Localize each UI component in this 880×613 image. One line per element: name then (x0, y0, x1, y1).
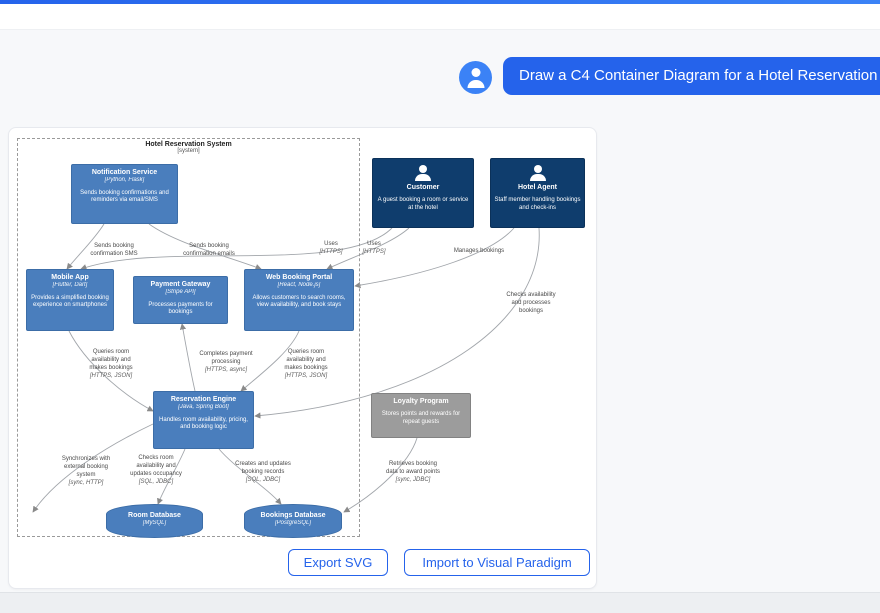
edge-label-text: Creates and updates booking records (235, 461, 291, 476)
node-tech: [Stripe API] (165, 289, 196, 296)
node-tech: [PostgreSQL] (274, 520, 312, 527)
edge-label-text: Uses (367, 241, 381, 247)
node-title: Notification Service (91, 169, 158, 176)
user-message-bubble: Draw a C4 Container Diagram for a Hotel … (503, 57, 880, 95)
edge-label-text: Sends booking confirmation SMS (90, 243, 138, 258)
node-title: Web Booking Portal (265, 274, 333, 281)
edge-label-text: Retrieves booking data to award points (385, 461, 441, 476)
node-tech: [MySQL] (142, 520, 167, 527)
node-room-database: Room Database [MySQL] (106, 504, 203, 538)
user-avatar (459, 61, 492, 94)
node-title: Hotel Agent (517, 184, 558, 191)
edge-label-text: Completes payment processing (199, 351, 253, 366)
node-customer: Customer A guest booking a room or servi… (372, 158, 474, 228)
node-desc: Staff member handling bookings and check… (494, 197, 581, 212)
edge-label-text: Sends booking confirmation emails (183, 243, 235, 258)
node-title: Customer (406, 184, 440, 191)
node-tech: [Python, Flask] (104, 177, 145, 184)
c4-diagram: Hotel Reservation System [system] Notifi… (9, 128, 598, 540)
node-title: Bookings Database (260, 512, 326, 519)
edge-label-text: Uses (324, 241, 338, 247)
edge-label-retrieves-loyalty: Retrieves booking data to award points [… (386, 460, 440, 484)
edge-label-tech: [HTTPS, JSON] (89, 373, 133, 380)
edge-label-tech: [sync, HTTP] (68, 480, 104, 487)
node-title: Payment Gateway (150, 281, 211, 288)
edge-label-tech: [HTTPS, JSON] (284, 373, 328, 380)
edge-label-queries-mobile: Queries room availability and makes book… (89, 348, 132, 380)
user-icon (459, 61, 492, 94)
boundary-title: Hotel Reservation System (145, 141, 232, 148)
export-svg-button[interactable]: Export SVG (288, 549, 388, 576)
edge-label-sms: Sends booking confirmation SMS (90, 242, 137, 258)
node-desc: Provides a simplified booking experience… (31, 294, 109, 309)
edge-label-completes-payment: Completes payment processing [HTTPS, asy… (199, 350, 252, 374)
edge-label-text: Queries room availability and makes book… (284, 349, 328, 372)
node-tech: [Flutter, Dart] (52, 282, 88, 289)
node-title: Room Database (128, 512, 181, 519)
edge-label-text: Checks availability and processes bookin… (506, 292, 556, 315)
edge-label-uses-web: Uses [HTTPS] (319, 240, 342, 256)
diagram-card: Hotel Reservation System [system] Notifi… (8, 127, 597, 589)
node-loyalty-program: Loyalty Program Stores points and reward… (371, 393, 471, 438)
edge-label-queries-web: Queries room availability and makes book… (284, 348, 327, 380)
node-title: Mobile App (51, 274, 89, 281)
node-payment-gateway: Payment Gateway [Stripe API] Processes p… (133, 276, 228, 324)
node-desc: Allows customers to search rooms, view a… (252, 294, 346, 309)
edge-label-emails: Sends booking confirmation emails (183, 242, 235, 258)
footer-bar (0, 592, 880, 613)
node-hotel-agent: Hotel Agent Staff member handling bookin… (490, 158, 585, 228)
top-accent-bar (0, 0, 880, 4)
edge-label-text: Queries room availability and makes book… (89, 349, 133, 372)
edge-label-text: Synchronizes with external booking syste… (61, 456, 111, 479)
boundary-subtitle: [system] (177, 148, 200, 154)
node-mobile-app: Mobile App [Flutter, Dart] Provides a si… (26, 269, 114, 331)
edge-label-uses-mobile: Uses [HTTPS] (362, 240, 385, 256)
import-visual-paradigm-button[interactable]: Import to Visual Paradigm (404, 549, 590, 576)
system-boundary: Hotel Reservation System [system] (17, 138, 360, 537)
edge-label-manages: Manages bookings (454, 247, 504, 255)
edge-agent-webportal (354, 227, 515, 289)
person-icon (412, 165, 434, 181)
node-desc: Handles room availability, pricing, and … (159, 416, 248, 431)
edge-label-sync-external: Synchronizes with external booking syste… (62, 455, 110, 487)
node-desc: Processes payments for bookings (148, 301, 213, 316)
node-tech: [React, Node.js] (277, 282, 321, 289)
person-icon (527, 165, 549, 181)
node-tech: [Java, Spring Boot] (178, 404, 229, 411)
edge-label-tech: [SQL, JDBC] (138, 479, 174, 486)
edge-label-tech: [HTTPS, async] (204, 367, 248, 374)
node-bookings-database: Bookings Database [PostgreSQL] (244, 504, 342, 538)
node-title: Reservation Engine (170, 396, 237, 403)
edge-label-creates-records: Creates and updates booking records [SQL… (235, 460, 291, 484)
edge-label-tech: [HTTPS] (319, 249, 343, 256)
edge-label-tech: [sync, JDBC] (395, 477, 431, 484)
edge-label-tech: [HTTPS] (362, 249, 386, 256)
node-title: Loyalty Program (393, 398, 449, 405)
edge-label-tech: [SQL, JDBC] (245, 477, 281, 484)
node-web-booking-portal: Web Booking Portal [React, Node.js] Allo… (244, 269, 354, 331)
edge-label-text: Checks room availability and updates occ… (130, 455, 182, 478)
edge-label-text: Manages bookings (453, 248, 505, 254)
node-notification-service: Notification Service [Python, Flask] Sen… (71, 164, 178, 224)
node-reservation-engine: Reservation Engine [Java, Spring Boot] H… (153, 391, 254, 449)
header-bar (0, 4, 880, 30)
node-desc: Stores points and rewards for repeat gue… (381, 411, 461, 426)
node-desc: Sends booking confirmations and reminder… (80, 189, 169, 204)
edge-label-checks-room: Checks room availability and updates occ… (130, 454, 182, 486)
node-desc: A guest booking a room or service at the… (377, 197, 469, 212)
edge-label-checks-availability: Checks availability and processes bookin… (506, 291, 555, 315)
